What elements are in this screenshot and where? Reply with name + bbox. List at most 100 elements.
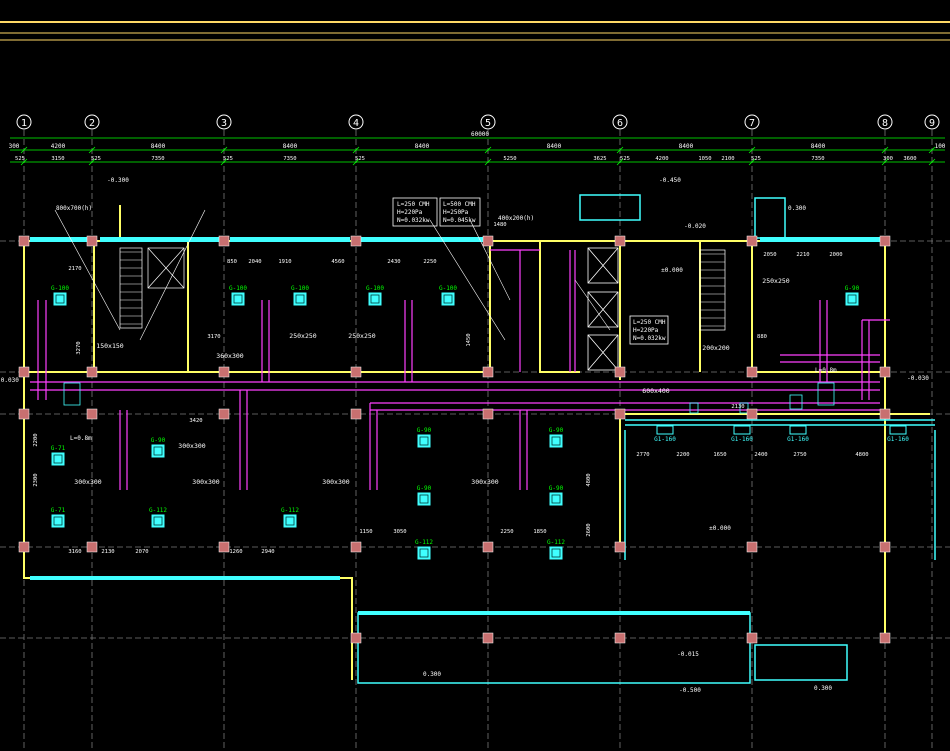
dimension-row2-text: 5250 — [503, 156, 516, 162]
overall-dimension-text: 60000 — [471, 131, 489, 138]
diffuser-label: G-100 — [229, 285, 247, 292]
axis-bubble — [216, 114, 232, 130]
axis-bubble — [612, 114, 628, 130]
axis-bubble-label: 1 — [21, 118, 27, 129]
diffuser-label: G-90 — [417, 485, 432, 492]
inner-dimension: 2600 — [586, 523, 592, 536]
duct-size: 300x300 — [471, 478, 498, 486]
column — [879, 541, 891, 553]
diffuser-label: G-112 — [149, 507, 167, 514]
column — [350, 408, 362, 420]
duct-size: 800x700(h) — [56, 205, 92, 212]
inner-dimension: 1260 — [229, 549, 242, 555]
inner-dimension: 1480 — [493, 222, 506, 228]
inner-dimension: 2250 — [500, 529, 513, 535]
level-mark: -0.020 — [684, 223, 706, 230]
diffuser-icon — [368, 292, 382, 306]
diffuser-label: G-90 — [549, 427, 564, 434]
dimension-row2-text: 7350 — [283, 156, 296, 162]
diffuser-label: G-90 — [417, 427, 432, 434]
inner-dimension: 2400 — [754, 452, 767, 458]
inner-dimension: 2430 — [387, 259, 400, 265]
stair-treads — [120, 251, 725, 327]
inner-dimension: 1650 — [713, 452, 726, 458]
dimension-row2-text: 3625 — [593, 156, 606, 162]
axis-bubble-label: 4 — [353, 118, 359, 129]
diffuser-icon — [417, 546, 431, 560]
column — [746, 235, 758, 247]
axis-bubble — [348, 114, 364, 130]
level-mark: -0.030 — [0, 377, 19, 384]
level-mark: ±0.000 — [661, 267, 683, 274]
dimension-row2-text: 2100 — [721, 156, 734, 162]
dimension-row1-text: 300 — [9, 143, 20, 150]
duct-size: 150x150 — [96, 342, 123, 350]
duct-size: 250x250 — [762, 277, 789, 285]
diffuser-icon — [51, 452, 65, 466]
dimension-row2-text: 525 — [620, 156, 630, 162]
diffuser-label: G-71 — [51, 445, 66, 452]
level-mark: 0.300 — [788, 205, 806, 212]
diffuser-label: G-90 — [845, 285, 860, 292]
inner-dimension: 4800 — [855, 452, 868, 458]
column — [746, 541, 758, 553]
dimension-row1-text: 8400 — [283, 143, 298, 150]
dimension-row2-text: 3600 — [903, 156, 916, 162]
diffuser-label: G-71 — [51, 507, 66, 514]
duct-size: 360x300 — [216, 352, 243, 360]
inner-dimension: 3170 — [207, 334, 220, 340]
diffuser-icon — [231, 292, 245, 306]
column — [482, 235, 494, 247]
inner-dimension: 2050 — [763, 252, 776, 258]
dimension-row2-text: 525 — [355, 156, 365, 162]
diffuser-label: G-90 — [151, 437, 166, 444]
callout-text: L=0.8m — [70, 435, 92, 442]
column — [86, 235, 98, 247]
grille-label: G1-160 — [654, 436, 676, 443]
diffuser-icon — [549, 546, 563, 560]
diffuser-icon — [51, 514, 65, 528]
inner-dimension: 4800 — [586, 473, 592, 486]
callout-text: L=250 CMH — [633, 319, 666, 326]
level-mark: -0.015 — [677, 651, 699, 658]
column — [614, 235, 626, 247]
axis-bubble — [84, 114, 100, 130]
column — [614, 632, 626, 644]
column — [350, 235, 362, 247]
inner-dimension: 2130 — [731, 404, 744, 410]
dimension-row1-text: 8400 — [811, 143, 826, 150]
column — [879, 366, 891, 378]
grille-label: G1-160 — [787, 436, 809, 443]
column — [86, 408, 98, 420]
callout-leaders — [54, 209, 611, 341]
dimension-row2-text: 4200 — [655, 156, 668, 162]
column — [218, 366, 230, 378]
duct-size: 300x300 — [192, 478, 219, 486]
axis-bubble — [877, 114, 893, 130]
inner-dimension: 3420 — [189, 418, 202, 424]
column — [746, 408, 758, 420]
dimension-row1-text: 4200 — [51, 143, 66, 150]
column — [746, 632, 758, 644]
duct-size: 250x250 — [289, 332, 316, 340]
inner-dimension: 2210 — [796, 252, 809, 258]
dimension-row2-text: 525 — [751, 156, 761, 162]
axis-bubble-label: 7 — [749, 118, 755, 129]
column — [482, 632, 494, 644]
level-mark: 0.300 — [423, 671, 441, 678]
diffuser-icon — [417, 492, 431, 506]
level-mark: -0.500 — [679, 687, 701, 694]
inner-dimension: 2070 — [135, 549, 148, 555]
diffuser-icon — [549, 492, 563, 506]
duct-size: 200x200 — [702, 344, 729, 352]
diffuser-icon — [549, 434, 563, 448]
column — [879, 408, 891, 420]
diffuser-icon — [283, 514, 297, 528]
callout-text: N=0.032kw — [633, 335, 666, 342]
inner-dimension: 2170 — [68, 266, 81, 272]
axis-bubble — [744, 114, 760, 130]
level-mark: ±0.000 — [709, 525, 731, 532]
